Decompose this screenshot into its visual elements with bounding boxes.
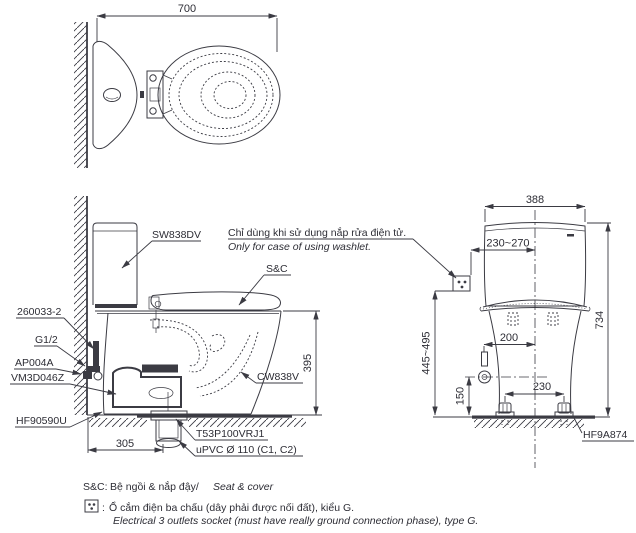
tank-connector <box>140 91 144 98</box>
socket-box <box>452 275 471 292</box>
label-t53p100vrj1: T53P100VRJ1 <box>175 418 268 441</box>
svg-text:260033-2: 260033-2 <box>17 306 62 318</box>
side-view: 305 395 SW838DV S&C CW838V 260033-2 <box>10 196 457 457</box>
seat-front <box>479 299 591 326</box>
label-ap004a: AP004A <box>14 357 82 375</box>
label-upvc: uPVC Ø 110 (C1, C2) <box>178 440 303 457</box>
svg-text:AP004A: AP004A <box>15 357 54 369</box>
rim-height-dim: 395 <box>302 354 314 372</box>
legend-socket-sep: : <box>102 502 105 514</box>
legend-socket-vi: Ổ cắm điện ba chấu (dây phải được nối đấ… <box>109 501 354 514</box>
seat-hinge-plan <box>146 70 173 119</box>
svg-text:CW838V: CW838V <box>257 371 299 383</box>
label-hf9a874: HF9A874 <box>573 417 634 442</box>
supply-offset-dim: 200 <box>500 332 518 344</box>
svg-text:S&C: S&C <box>266 263 288 275</box>
socket-height-dim: 445~495 <box>421 331 433 374</box>
side-depth-dim: 305 <box>116 438 134 450</box>
supply-front <box>465 351 548 384</box>
bowl-side <box>95 310 282 415</box>
washlet-note-vi: Chỉ dùng khi sử dụng nắp rửa điện tử. <box>228 226 406 239</box>
flush-button <box>103 88 121 102</box>
label-sw838dv: SW838DV <box>121 229 201 269</box>
wall-hatch <box>74 22 87 168</box>
label-sc: S&C <box>238 263 291 306</box>
bolt-cap-right <box>557 402 571 414</box>
top-width-dim: 700 <box>178 3 196 15</box>
svg-text:SW838DV: SW838DV <box>152 229 201 241</box>
svg-text:VM3D046Z: VM3D046Z <box>11 372 65 384</box>
label-260033-2: 260033-2 <box>16 306 95 350</box>
total-height-dim: 734 <box>594 311 606 329</box>
legend-sc-vi: Bệ ngồi & nắp đậy/ <box>110 480 199 493</box>
floor-slab <box>137 414 292 418</box>
cistern-side <box>92 222 138 308</box>
dim-700: 700 <box>96 3 278 52</box>
legend-sc-key: S&C: <box>83 481 108 493</box>
socket-legend-icon <box>84 499 99 513</box>
svg-text:T53P100VRJ1: T53P100VRJ1 <box>196 428 264 440</box>
tank-front <box>483 222 587 307</box>
bolt-pitch-dim: 230 <box>533 381 551 393</box>
tank-plan-outline <box>92 40 138 150</box>
svg-text:HF9A874: HF9A874 <box>583 429 628 441</box>
washlet-seat-side <box>148 291 281 333</box>
dim-388: 388 <box>484 194 586 222</box>
dim-230: 230 <box>504 381 565 402</box>
label-hf90590u: HF90590U <box>15 411 103 428</box>
dim-734: 734 <box>587 222 611 417</box>
legend: S&C: Bệ ngồi & nắp đậy/ Seat & cover : Ổ… <box>83 480 478 527</box>
dim-305: 305 <box>87 417 164 453</box>
pedestal-front <box>488 310 582 415</box>
washlet-note-en: Only for case of using washlet. <box>228 241 371 253</box>
dim-200: 200 <box>483 332 536 352</box>
front-view: 388 230~270 734 445~495 200 150 <box>421 194 634 468</box>
dim-445-495: 445~495 <box>421 290 453 416</box>
label-vm3d046z: VM3D046Z <box>10 372 117 395</box>
top-view: 700 <box>74 3 281 168</box>
legend-sc-en: Seat & cover <box>213 481 274 493</box>
base-front <box>433 402 610 428</box>
seat-lid-plan <box>157 45 281 145</box>
dim-395: 395 <box>283 310 320 416</box>
floor-hatch-left <box>89 418 147 427</box>
bolt-cap-left <box>498 402 512 414</box>
label-cw838v: CW838V <box>240 371 303 384</box>
svg-text:G1/2: G1/2 <box>35 334 58 346</box>
socket-offset-dim: 230~270 <box>486 238 529 250</box>
supply-height-dim: 150 <box>455 387 467 405</box>
dim-150: 150 <box>455 376 472 416</box>
label-g12: G1/2 <box>34 334 86 367</box>
wall-hatch-side <box>74 196 87 415</box>
water-supply-side <box>83 341 103 381</box>
dim-230-270: 230~270 <box>470 238 536 275</box>
brand-mark <box>567 234 574 237</box>
legend-socket-en: Electrical 3 outlets socket (must have r… <box>113 515 478 527</box>
flush-valve-side <box>112 364 182 408</box>
washlet-note: Chỉ dùng khi sử dụng nắp rửa điện tử. On… <box>228 226 457 279</box>
svg-text:HF90590U: HF90590U <box>16 415 67 427</box>
svg-text:uPVC Ø 110 (C1, C2): uPVC Ø 110 (C1, C2) <box>196 444 297 456</box>
floor-hatch-right <box>188 418 306 427</box>
tank-width-dim: 388 <box>526 194 544 206</box>
